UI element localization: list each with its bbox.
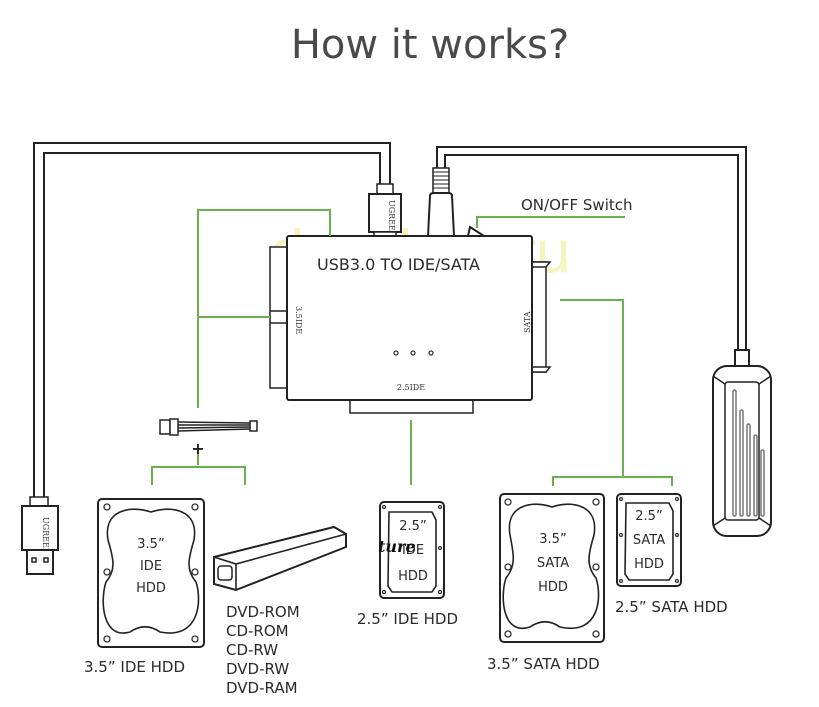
hdd-35-sata-icon: 3.5” SATA HDD [499, 493, 605, 643]
hdd-35-ide-icon: 3.5” IDE HDD [97, 498, 205, 648]
port-label-25ide: 2.5IDE [397, 383, 425, 392]
svg-text:UGREEN: UGREEN [387, 200, 396, 238]
adapter-body: USB3.0 TO IDE/SATA 3.5IDE SATA 2.5IDE [269, 235, 552, 414]
svg-text:SATA: SATA [633, 533, 665, 548]
switch-callout-line [476, 216, 625, 228]
optical-item: DVD-RW [226, 660, 289, 678]
page-title: How it works? [291, 22, 569, 68]
svg-text:2.5”: 2.5” [399, 519, 426, 534]
optical-item: DVD-ROM [226, 603, 300, 621]
optical-drive-icon [213, 525, 347, 592]
caption-35-sata-hdd: 3.5” SATA HDD [487, 655, 600, 673]
optical-item: CD-ROM [226, 622, 289, 640]
usb-connector-icon: UGREEN [368, 183, 402, 238]
led-indicator [393, 350, 399, 356]
caption-35-ide-hdd: 3.5” IDE HDD [84, 658, 185, 676]
svg-text:IDE: IDE [140, 559, 162, 574]
power-splitter-cable-icon [159, 418, 258, 436]
usb-cable [33, 142, 391, 497]
svg-text:SATA: SATA [537, 556, 569, 571]
led-indicator [428, 350, 434, 356]
svg-text:HDD: HDD [136, 581, 166, 596]
plus-sign: + [191, 439, 204, 458]
optical-item: DVD-RAM [226, 679, 298, 697]
caption-25-sata-hdd: 2.5” SATA HDD [615, 598, 728, 616]
hdd-25-ide-icon: 2.5” IDE HDD ture [378, 501, 445, 599]
overlay-text: ture [378, 537, 416, 556]
usb-plug-icon: UGREEN [21, 496, 59, 575]
svg-text:3.5”: 3.5” [539, 532, 566, 547]
port-label-35ide: 3.5IDE [294, 306, 303, 334]
switch-callout-label: ON/OFF Switch [521, 196, 633, 214]
port-label-sata: SATA [523, 311, 532, 333]
caption-25-ide-hdd: 2.5” IDE HDD [357, 610, 458, 628]
svg-text:IDE: IDE [402, 543, 424, 558]
usb-plug-brand: UGREEN [41, 517, 50, 555]
svg-text:HDD: HDD [538, 580, 568, 595]
connection-lines [151, 209, 673, 486]
svg-text:2.5”: 2.5” [635, 509, 662, 524]
svg-text:3.5”: 3.5” [137, 537, 164, 552]
power-connector-icon [426, 167, 456, 237]
adapter-name: USB3.0 TO IDE/SATA [317, 255, 480, 274]
svg-text:HDD: HDD [634, 557, 664, 572]
power-adapter-icon [712, 349, 772, 537]
svg-text:HDD: HDD [398, 569, 428, 584]
hdd-25-sata-icon: 2.5” SATA HDD [616, 493, 682, 587]
led-indicator [410, 350, 416, 356]
optical-item: CD-RW [226, 641, 278, 659]
